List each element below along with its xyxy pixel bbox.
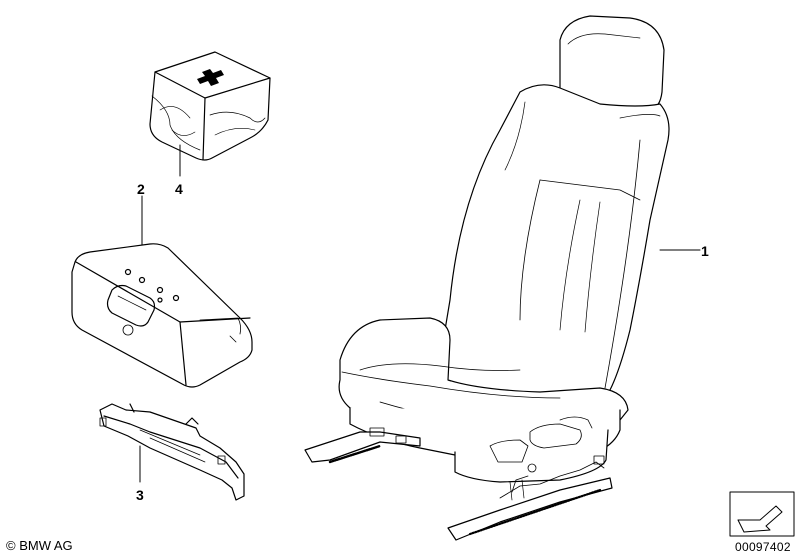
warning-triangle-case-drawing xyxy=(71,195,253,388)
diagram-number: 00097402 xyxy=(735,540,791,554)
copyright-notice: © BMW AG xyxy=(6,538,73,553)
copyright-icon: © xyxy=(6,538,16,553)
callout-4-first-aid-kit: 4 xyxy=(175,181,183,197)
bracket-drawing xyxy=(99,403,245,501)
callout-2-warning-triangle: 2 xyxy=(137,181,145,197)
copyright-text: BMW AG xyxy=(19,538,73,553)
direction-arrow-icon xyxy=(729,491,795,537)
cross-icon xyxy=(197,69,224,86)
first-aid-kit-drawing xyxy=(149,51,271,177)
callout-3-bracket: 3 xyxy=(136,487,144,503)
callout-1-seat: 1 xyxy=(701,243,709,259)
seat-drawing xyxy=(304,15,701,541)
